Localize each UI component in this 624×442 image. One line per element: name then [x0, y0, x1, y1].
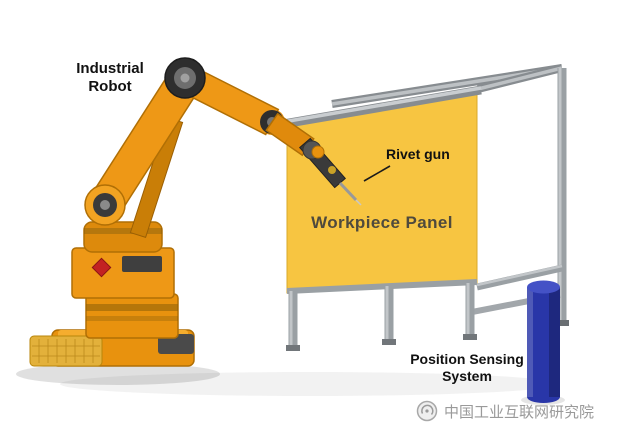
rivet-gun-label: Rivet gun: [386, 146, 450, 162]
ground-shadow: [16, 363, 565, 405]
watermark: 中国工业互联网研究院: [416, 400, 594, 422]
rivet-gun-tool: [298, 137, 362, 206]
base-pad-grid: [32, 339, 100, 363]
sensor-post-body: [527, 287, 560, 397]
industrial-robot: [29, 57, 362, 367]
position-sensing-label-line2: System: [442, 367, 492, 384]
position-sensor-post: [527, 280, 560, 403]
workpiece-panel-label: Workpiece Panel: [311, 213, 453, 232]
workpiece-frame-front: [282, 85, 563, 351]
industrial-robot-label-line1: Industrial: [76, 60, 144, 77]
rivet-gun-pointer-line: [363, 165, 391, 182]
hazard-diamond-icon: [91, 257, 112, 278]
industrial-robot-label: Industrial Robot: [56, 60, 164, 95]
watermark-logo-icon: [416, 400, 438, 422]
watermark-text: 中国工业互联网研究院: [444, 403, 595, 421]
position-sensing-label-line1: Position Sensing: [410, 351, 524, 367]
workpiece-frame-back: [331, 64, 569, 326]
robot-wrist-bracket: [265, 112, 315, 157]
industrial-robot-label-line2: Robot: [88, 77, 132, 95]
position-sensing-label: Position Sensing System: [396, 351, 538, 384]
